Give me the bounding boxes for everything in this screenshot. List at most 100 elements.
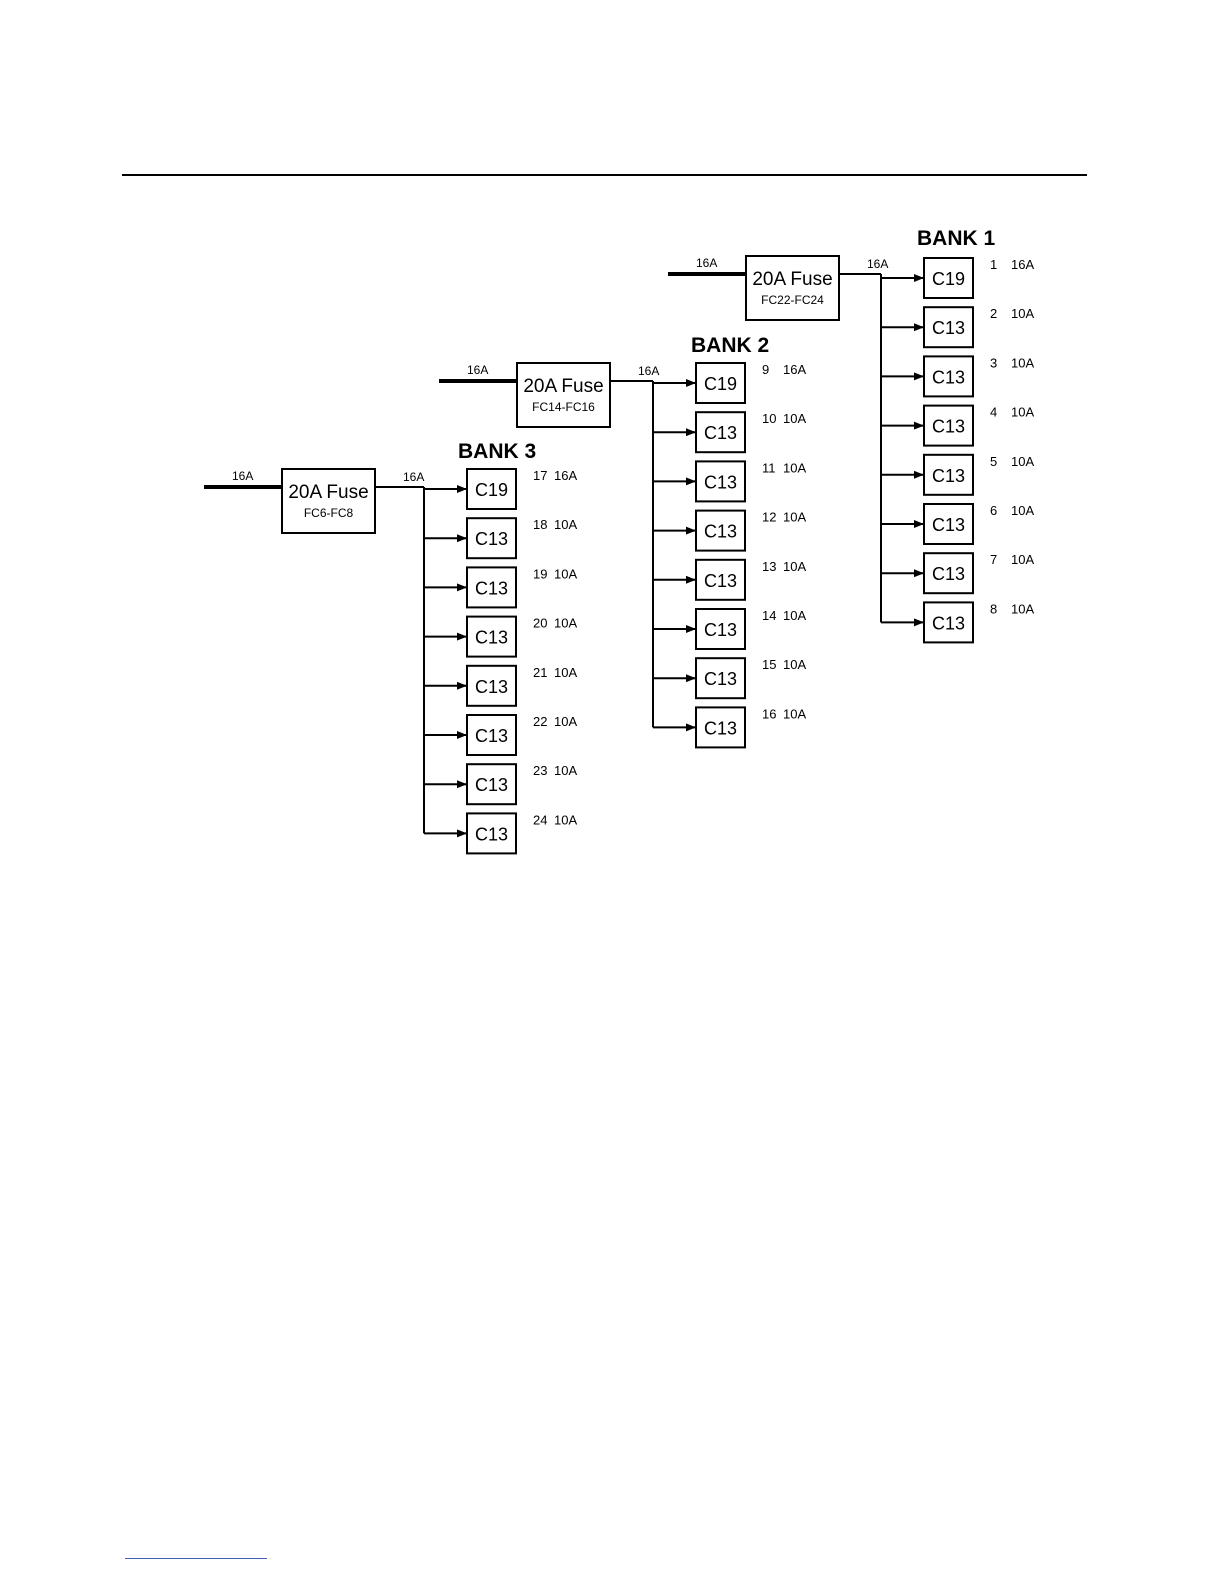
outlet-box (695, 460, 746, 503)
outlet-box (923, 453, 974, 496)
outlet-number-label: 3 (990, 355, 997, 370)
outlet-number-label: 6 (990, 503, 997, 518)
outlet-rating-label: 10A (1011, 306, 1034, 321)
outlet-rating-label: 10A (783, 657, 806, 672)
outlet-box (923, 257, 974, 299)
outlet-rating-label: 10A (783, 559, 806, 574)
outlet-box (695, 608, 746, 650)
bank-title: BANK 2 (691, 334, 769, 357)
output-current-label: 16A (403, 470, 424, 484)
outlet-type-label: C19 (475, 480, 508, 500)
outlet-number-label: 8 (990, 601, 997, 616)
outlet-box (923, 404, 974, 447)
outlet-rating-label: 10A (554, 566, 577, 581)
outlet-number-label: 14 (762, 608, 776, 623)
outlet-type-label: C13 (932, 564, 965, 584)
outlet-box (466, 664, 517, 707)
outlet-box (695, 509, 746, 552)
outlet-rating-label: 16A (783, 362, 806, 377)
outlet-number-label: 19 (533, 566, 547, 581)
outlet-box (466, 566, 517, 609)
outlet-type-label: C13 (475, 529, 508, 549)
outlet-number-label: 22 (533, 714, 547, 729)
outlet-number-label: 7 (990, 552, 997, 567)
outlet-box (923, 306, 974, 349)
outlet-box (466, 714, 517, 756)
header-rule (122, 174, 1087, 176)
outlet-type-label: C13 (704, 571, 737, 591)
input-current-label: 16A (467, 363, 488, 377)
footer-link-rule (125, 1558, 267, 1559)
outlet-type-label: C19 (932, 269, 965, 289)
outlet-number-label: 23 (533, 763, 547, 778)
outlet-type-label: C13 (475, 578, 508, 598)
outlet-box (695, 706, 746, 749)
outlet-rating-label: 10A (1011, 601, 1034, 616)
bank-title: BANK 1 (917, 227, 995, 250)
outlet-type-label: C13 (932, 417, 965, 437)
outlet-type-label: C13 (932, 515, 965, 535)
fuse-rating-label: 20A Fuse (288, 482, 368, 503)
outlet-type-label: C13 (704, 718, 737, 738)
outlet-rating-label: 10A (1011, 405, 1034, 420)
output-current-label: 16A (638, 364, 659, 378)
fuse-box (745, 255, 840, 321)
outlet-rating-label: 10A (783, 411, 806, 426)
outlet-type-label: C13 (475, 677, 508, 697)
outlet-type-label: C13 (704, 423, 737, 443)
outlet-box (923, 552, 974, 595)
outlet-rating-label: 10A (1011, 552, 1034, 567)
input-current-label: 16A (232, 469, 253, 483)
outlet-box (695, 558, 746, 601)
outlet-rating-label: 10A (554, 517, 577, 532)
outlet-rating-label: 10A (554, 714, 577, 729)
fuse-id-label: FC14-FC16 (532, 400, 595, 414)
outlet-rating-label: 10A (1011, 454, 1034, 469)
outlet-type-label: C13 (932, 367, 965, 387)
outlet-type-label: C13 (704, 522, 737, 542)
outlet-number-label: 4 (990, 405, 997, 420)
outlet-box (923, 503, 974, 545)
outlet-number-label: 20 (533, 616, 547, 631)
outlet-type-label: C13 (475, 628, 508, 648)
outlet-rating-label: 10A (783, 510, 806, 525)
input-current-label: 16A (696, 256, 717, 270)
outlet-rating-label: 10A (783, 608, 806, 623)
outlet-type-label: C13 (932, 466, 965, 486)
outlet-rating-label: 10A (1011, 503, 1034, 518)
outlet-rating-label: 10A (554, 763, 577, 778)
fuse-id-label: FC22-FC24 (761, 293, 824, 307)
outlet-type-label: C13 (704, 472, 737, 492)
outlet-number-label: 18 (533, 517, 547, 532)
outlet-number-label: 2 (990, 306, 997, 321)
outlet-box (695, 362, 746, 404)
outlet-rating-label: 16A (1011, 257, 1034, 272)
outlet-box (466, 763, 517, 806)
outlet-type-label: C13 (475, 824, 508, 844)
outlet-number-label: 24 (533, 812, 547, 827)
outlet-number-label: 17 (533, 468, 547, 483)
outlet-number-label: 12 (762, 510, 776, 525)
outlet-type-label: C13 (704, 669, 737, 689)
outlet-number-label: 16 (762, 706, 776, 721)
outlet-rating-label: 10A (554, 616, 577, 631)
outlet-number-label: 15 (762, 657, 776, 672)
bank-title: BANK 3 (458, 440, 536, 463)
outlet-number-label: 9 (762, 362, 769, 377)
outlet-type-label: C19 (704, 374, 737, 394)
outlet-box (466, 517, 517, 560)
outlet-type-label: C13 (704, 620, 737, 640)
outlet-box (466, 812, 517, 855)
outlet-type-label: C13 (475, 726, 508, 746)
outlet-rating-label: 10A (554, 812, 577, 827)
fuse-id-label: FC6-FC8 (304, 506, 354, 520)
outlet-rating-label: 16A (554, 468, 577, 483)
outlet-type-label: C13 (932, 613, 965, 633)
outlet-rating-label: 10A (783, 460, 806, 475)
fuse-rating-label: 20A Fuse (752, 269, 832, 290)
outlet-box (695, 657, 746, 700)
outlet-box (695, 411, 746, 454)
outlet-number-label: 13 (762, 559, 776, 574)
fuse-rating-label: 20A Fuse (523, 376, 603, 397)
